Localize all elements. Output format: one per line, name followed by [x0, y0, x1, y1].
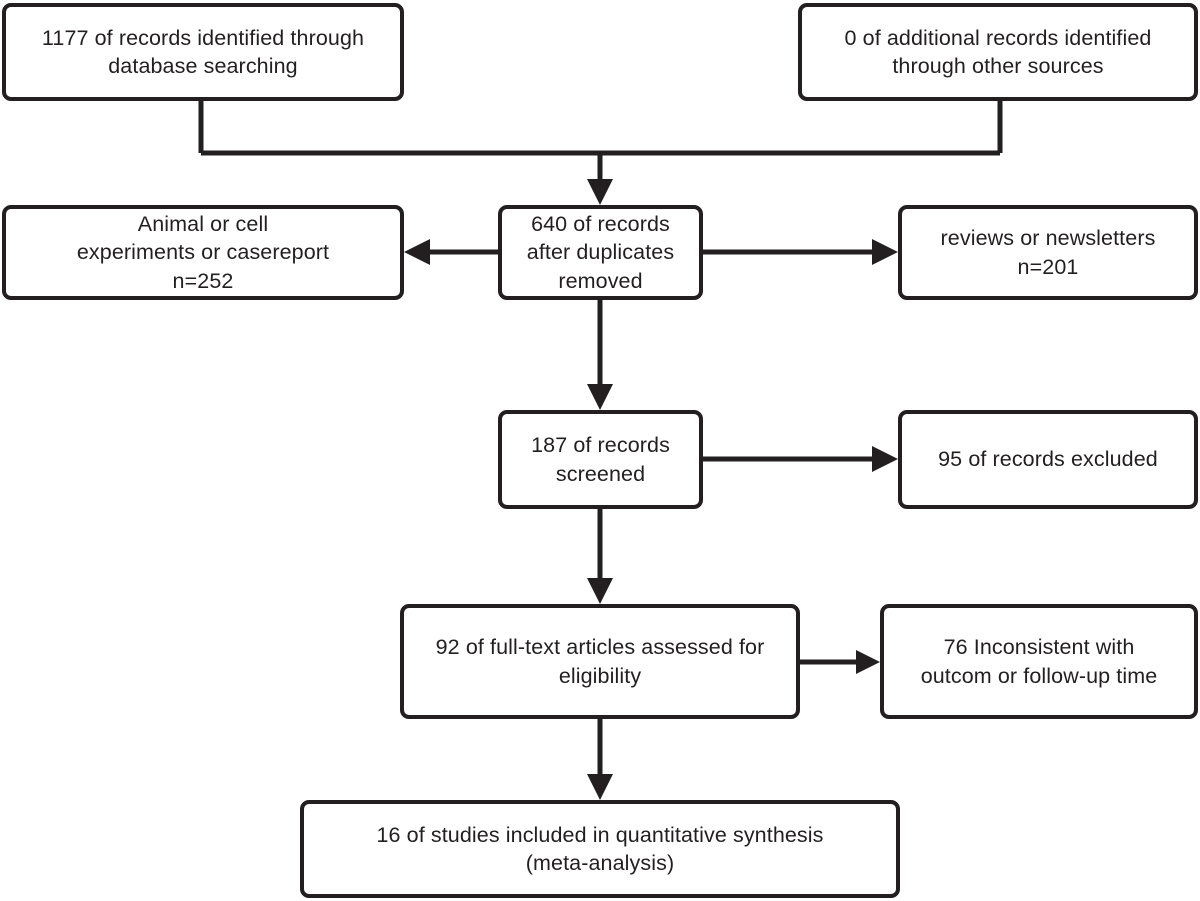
arrowhead-to-duplicates	[587, 179, 613, 205]
node-excluded-animal-cell-casereport: Animal or cell experiments or casereport…	[2, 205, 404, 300]
arrowhead-to-screened	[587, 384, 613, 410]
arrowhead-to-animal	[404, 239, 430, 265]
node-additional-records-other-sources: 0 of additional records identified throu…	[798, 3, 1198, 101]
arrowhead-to-reviews	[872, 239, 898, 265]
arrowhead-to-fulltext	[587, 578, 613, 604]
node-excluded-inconsistent-outcome-followup: 76 Inconsistent with outcom or follow-up…	[880, 604, 1198, 719]
node-records-after-duplicates-removed: 640 of records after duplicates removed	[498, 205, 703, 300]
node-studies-included-quantitative-synthesis: 16 of studies included in quantitative s…	[300, 800, 900, 898]
arrowhead-to-included	[587, 774, 613, 800]
node-records-screened: 187 of records screened	[498, 410, 703, 509]
node-fulltext-articles-assessed: 92 of full-text articles assessed for el…	[400, 604, 800, 719]
node-records-excluded: 95 of records excluded	[898, 410, 1198, 509]
arrowhead-to-excluded	[872, 446, 898, 472]
node-excluded-reviews-newsletters: reviews or newsletters n=201	[898, 205, 1198, 300]
arrowhead-to-inconsistent	[856, 650, 880, 674]
node-records-identified-database: 1177 of records identified through datab…	[2, 3, 404, 101]
